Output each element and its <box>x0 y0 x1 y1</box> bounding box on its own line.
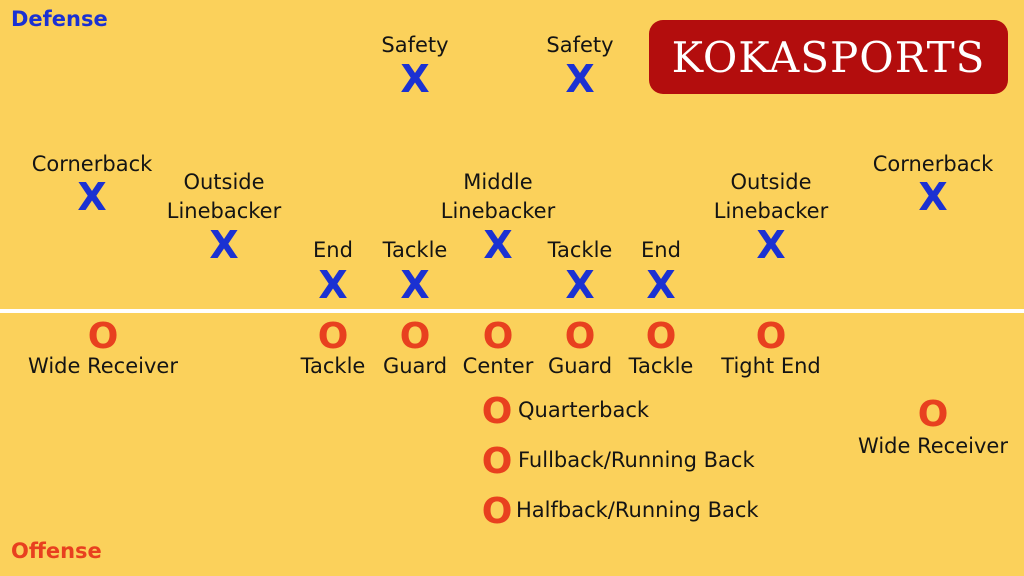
offense-label-wide-receiver-0: Wide Receiver <box>28 354 178 378</box>
offense-label: Offense <box>11 539 102 563</box>
offense-o-marker-icon: O <box>481 491 513 532</box>
defense-x-marker-icon: X <box>318 263 348 307</box>
offense-label-center-3: Center <box>462 354 534 378</box>
defense-label-safety-0: Safety <box>381 33 449 57</box>
logo-text: KOKASPORTS <box>671 32 986 82</box>
line-of-scrimmage <box>0 309 1024 313</box>
offense-o-marker-icon: O <box>755 316 787 357</box>
defense-x-marker-icon: X <box>565 263 595 307</box>
defense-x-marker-icon: X <box>646 263 676 307</box>
defense-label: Defense <box>11 7 108 31</box>
offense-o-marker-icon: O <box>399 316 431 357</box>
defense-label-safety-1: Safety <box>546 33 614 57</box>
offense-label-guard-2: Guard <box>382 354 448 378</box>
offense-o-marker-icon: O <box>564 316 596 357</box>
defense-label-cornerback-2: Cornerback <box>31 152 153 176</box>
defense-x-marker-icon: X <box>209 223 239 267</box>
offense-label-fullback-running-back-8: Fullback/Running Back <box>518 448 755 472</box>
offense-o-marker-icon: O <box>482 316 514 357</box>
offense-o-marker-icon: O <box>481 391 513 432</box>
defense-x-marker-icon: X <box>918 175 948 219</box>
offense-o-marker-icon: O <box>917 394 949 435</box>
defense-x-marker-icon: X <box>483 223 513 267</box>
defense-x-marker-icon: X <box>400 57 430 101</box>
defense-x-marker-icon: X <box>400 263 430 307</box>
defense-x-marker-icon: X <box>756 223 786 267</box>
defense-label-tackle-8: Tackle <box>382 238 448 262</box>
defense-label-tackle-9: Tackle <box>547 238 613 262</box>
offense-label-tackle-1: Tackle <box>300 354 366 378</box>
offense-label-tight-end-6: Tight End <box>721 354 821 378</box>
offense-label-quarterback-7: Quarterback <box>518 398 650 422</box>
defense-label-end-10: End <box>641 238 681 262</box>
offense-label-wide-receiver-10: Wide Receiver <box>858 434 1008 458</box>
defense-x-marker-icon: X <box>77 175 107 219</box>
defense-label-cornerback-6: Cornerback <box>872 152 994 176</box>
offense-label-guard-4: Guard <box>547 354 613 378</box>
offense-label-tackle-5: Tackle <box>628 354 694 378</box>
defense-x-marker-icon: X <box>565 57 595 101</box>
defense-label-end-7: End <box>313 238 353 262</box>
offense-o-marker-icon: O <box>87 316 119 357</box>
offense-o-marker-icon: O <box>481 441 513 482</box>
offense-o-marker-icon: O <box>317 316 349 357</box>
offense-label-halfback-running-back-9: Halfback/Running Back <box>516 498 759 522</box>
kokasports-logo: KOKASPORTS <box>649 20 1008 94</box>
offense-o-marker-icon: O <box>645 316 677 357</box>
